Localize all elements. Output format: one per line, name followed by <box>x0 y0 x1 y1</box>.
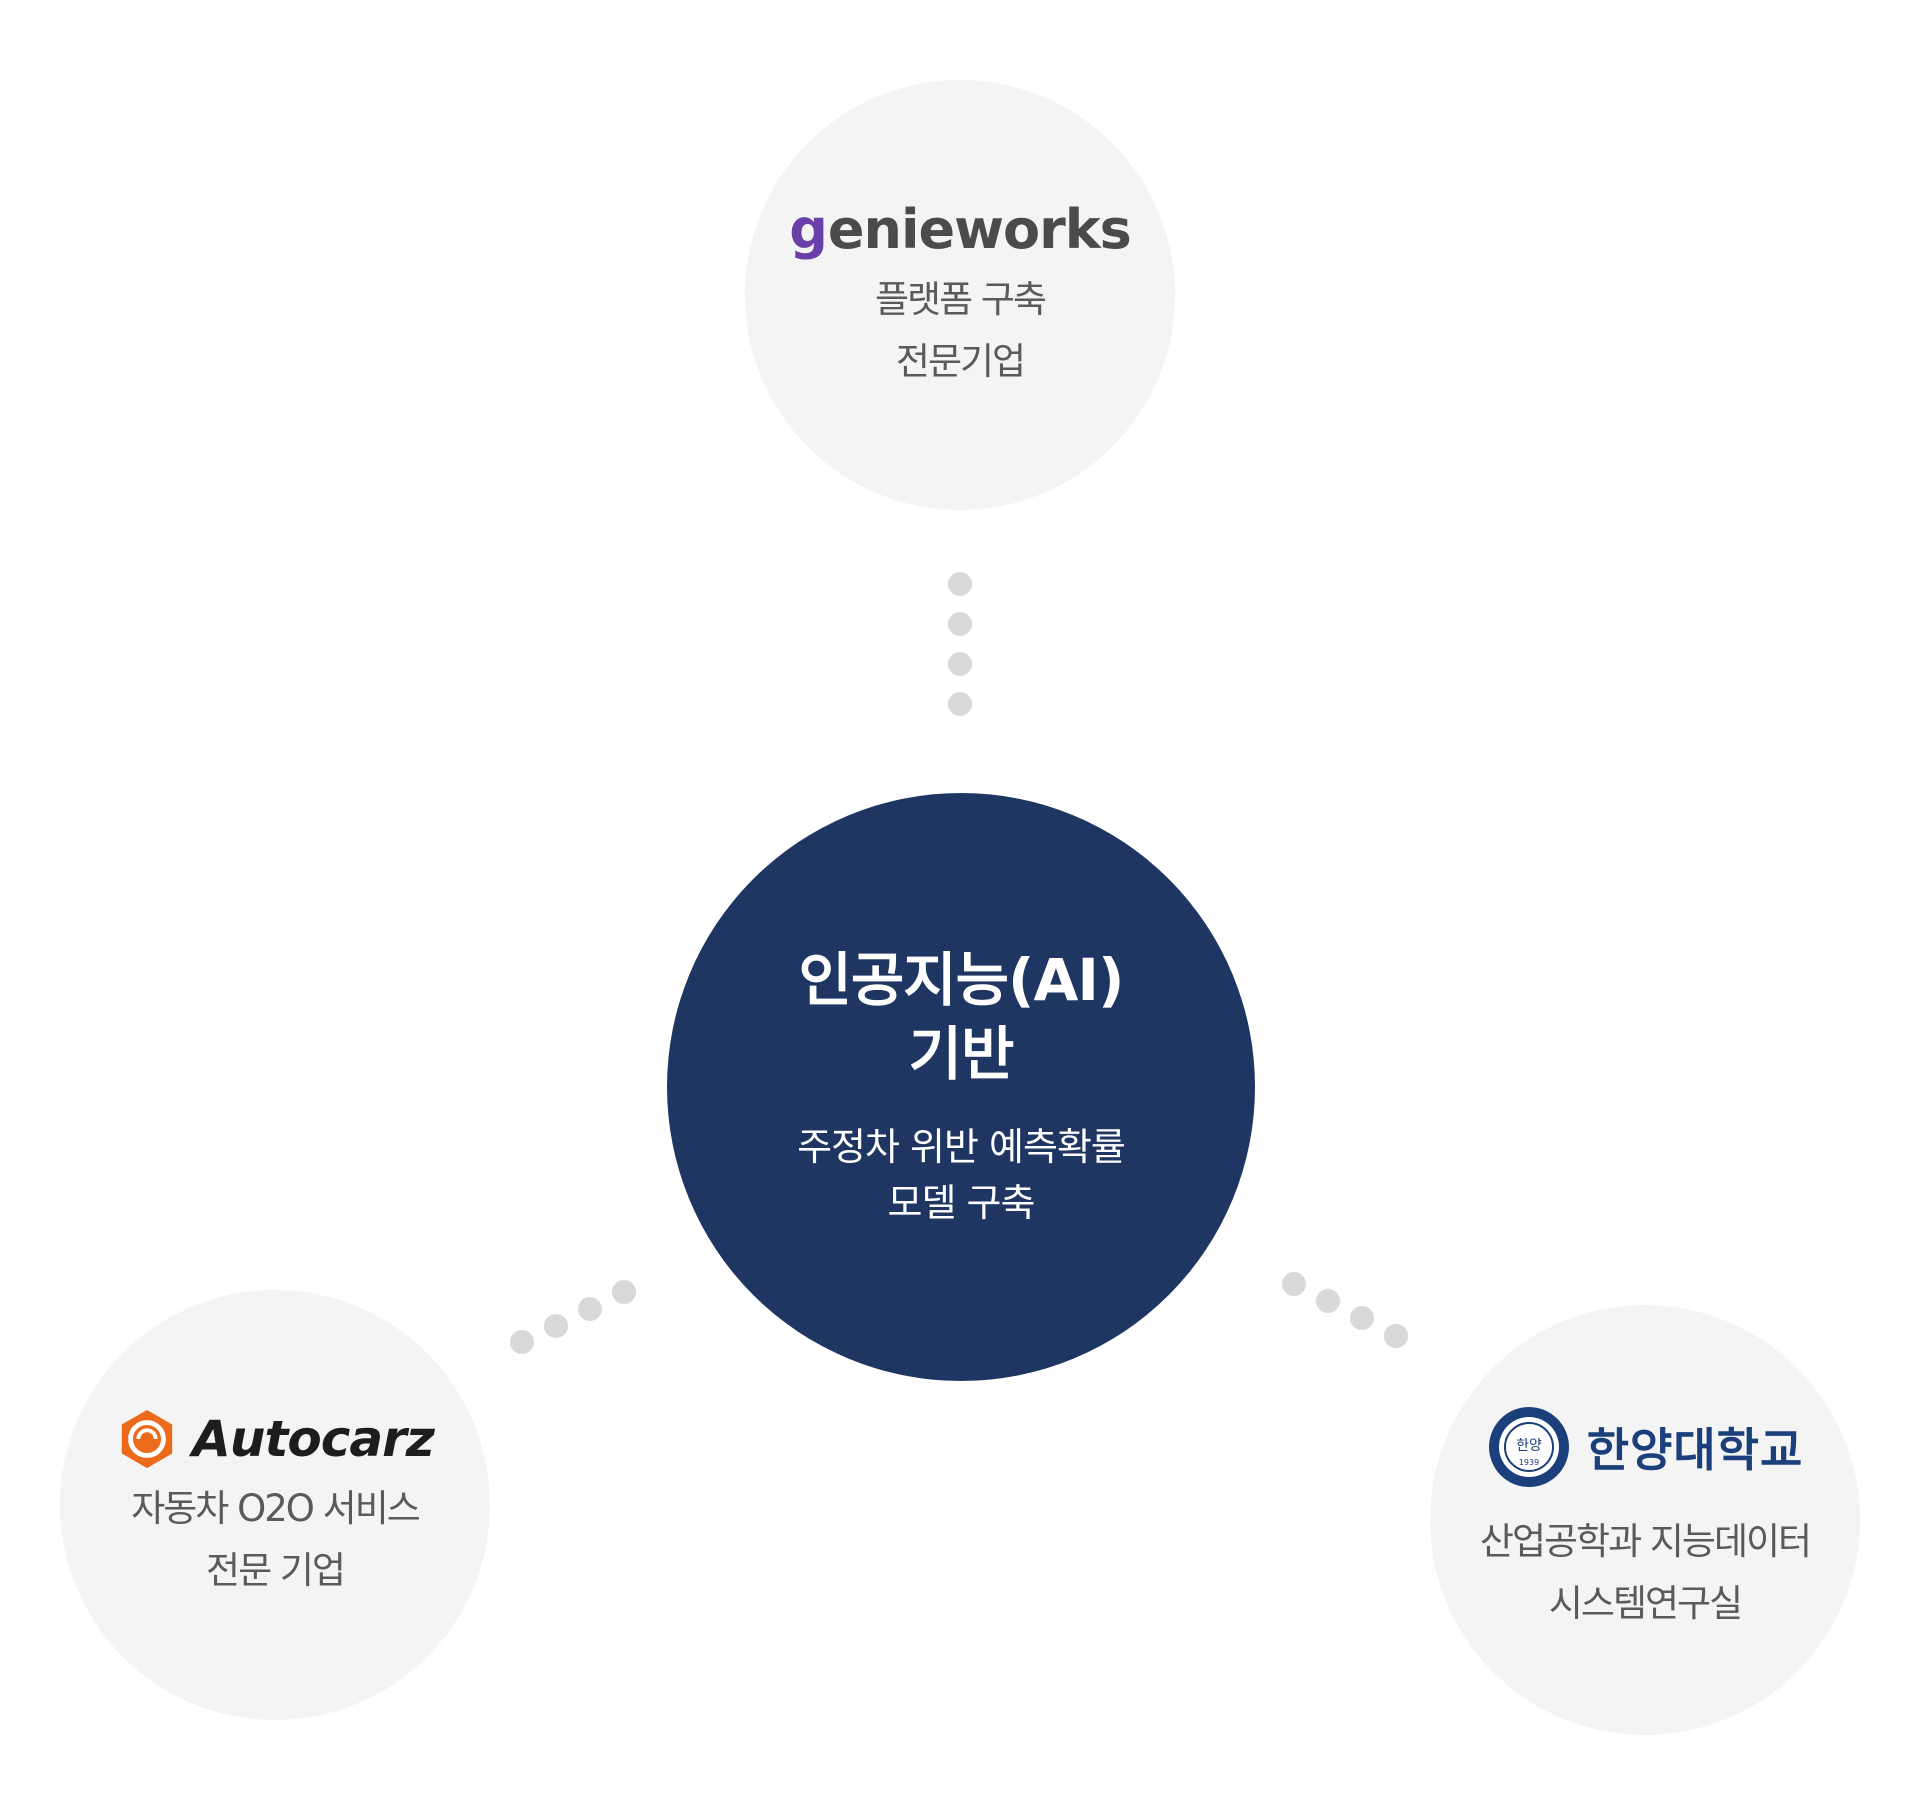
connector-dot <box>1316 1289 1340 1313</box>
connector-dot <box>948 612 972 636</box>
connector-dot <box>948 652 972 676</box>
genieworks-logo-g: g <box>789 197 828 261</box>
genieworks-desc-line1: 플랫폼 구축 <box>875 277 1047 321</box>
hanyang-desc-line1: 산업공학과 지능데이터 <box>1479 1520 1812 1563</box>
hanyang-seal-text: 한양 <box>1516 1438 1542 1454</box>
center-title-line1: 인공지능(AI) <box>798 946 1125 1014</box>
center-sub-line2: 모델 구축 <box>887 1181 1036 1225</box>
hanyang-seal-year: 1939 <box>1519 1458 1539 1467</box>
autocarz-logo: Autocarz <box>116 1408 435 1470</box>
hanyang-desc-line2: 시스템연구실 <box>1548 1582 1743 1625</box>
genieworks-logo-text: enieworks <box>827 197 1132 261</box>
connector-dot <box>1350 1306 1374 1330</box>
connector-dot <box>1384 1324 1408 1348</box>
connector-dot <box>510 1330 534 1354</box>
hanyang-logo: 한양 1939 한양대학교 <box>1487 1405 1804 1489</box>
partner-autocarz: Autocarz 자동차 O2O 서비스 전문 기업 <box>60 1290 490 1720</box>
partner-hanyang: 한양 1939 한양대학교 산업공학과 지능데이터 시스템연구실 <box>1430 1305 1860 1735</box>
connector-dot <box>948 692 972 716</box>
genieworks-desc-line2: 전문기업 <box>895 339 1026 383</box>
hanyang-logo-text: 한양대학교 <box>1586 1423 1804 1477</box>
autocarz-desc-line2: 전문 기업 <box>206 1549 346 1592</box>
autocarz-logo-text: Autocarz <box>192 1410 435 1468</box>
connector-dot <box>612 1280 636 1304</box>
connector-dot <box>948 572 972 596</box>
autocarz-desc-line1: 자동차 O2O 서비스 <box>131 1487 421 1530</box>
autocarz-badge-icon <box>121 1409 173 1469</box>
center-sub-line1: 주정차 위반 예측확률 <box>797 1125 1126 1169</box>
connector-dot <box>578 1297 602 1321</box>
connector-dot <box>1282 1272 1306 1296</box>
hanyang-seal-icon: 한양 1939 <box>1488 1407 1569 1487</box>
center-title-line2: 기반 <box>908 1020 1015 1088</box>
connector-dot <box>544 1314 568 1338</box>
center-hub: 인공지능(AI) 기반 주정차 위반 예측확률 모델 구축 <box>667 793 1255 1381</box>
